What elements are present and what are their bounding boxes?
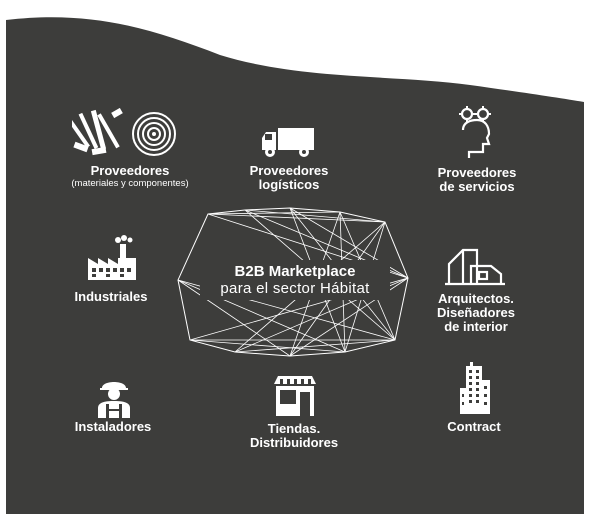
worker-icon bbox=[98, 382, 130, 418]
network-hub-graphic bbox=[177, 207, 409, 357]
shop-icon bbox=[274, 376, 316, 416]
truck-icon bbox=[262, 128, 314, 157]
node-servicios-line1: Proveedores bbox=[437, 165, 517, 180]
node-industriales: Industriales bbox=[75, 290, 148, 304]
node-proveedores: Proveedores (materiales y componentes) bbox=[71, 163, 189, 190]
skyscraper-icon bbox=[460, 362, 490, 414]
node-logisticos-line2: logísticos bbox=[258, 177, 320, 192]
tools-icon bbox=[72, 108, 123, 156]
wood-log-icon bbox=[132, 112, 176, 156]
node-industriales-label: Industriales bbox=[74, 289, 148, 304]
hub-label: B2B Marketplace para el sector Hábitat bbox=[220, 263, 369, 297]
node-proveedores-sub: (materiales y componentes) bbox=[71, 178, 189, 189]
node-contract: Contract bbox=[447, 420, 500, 434]
node-instaladores-label: Instaladores bbox=[74, 419, 152, 434]
node-arquitectos: Arquitectos. Diseñadores de interior bbox=[437, 292, 515, 334]
architecture-icon bbox=[445, 248, 505, 286]
hub-subtitle: para el sector Hábitat bbox=[220, 280, 370, 297]
node-instaladores: Instaladores bbox=[75, 420, 152, 434]
hub-title: B2B Marketplace bbox=[234, 263, 356, 280]
node-proveedores-logisticos: Proveedores logísticos bbox=[250, 164, 329, 192]
node-logisticos-line1: Proveedores bbox=[249, 163, 329, 178]
hub-link bbox=[177, 279, 291, 357]
node-arquitectos-line1: Arquitectos. bbox=[438, 291, 514, 306]
hub-link bbox=[207, 211, 341, 215]
node-servicios-line2: de servicios bbox=[439, 179, 515, 194]
node-tiendas: Tiendas. Distribuidores bbox=[250, 422, 338, 450]
gear-head-icon bbox=[459, 106, 491, 158]
node-tiendas-line2: Distribuidores bbox=[249, 435, 339, 450]
node-tiendas-line1: Tiendas. bbox=[267, 421, 321, 436]
node-proveedores-servicios: Proveedores de servicios bbox=[438, 166, 517, 194]
hub-link bbox=[234, 339, 396, 353]
hub-link bbox=[244, 209, 386, 223]
node-arquitectos-line2: Diseñadores bbox=[436, 305, 516, 320]
node-arquitectos-line3: de interior bbox=[444, 319, 508, 334]
hub-link bbox=[189, 339, 346, 353]
node-proveedores-label: Proveedores bbox=[90, 163, 170, 178]
hub-link bbox=[207, 213, 386, 223]
node-contract-label: Contract bbox=[447, 419, 501, 434]
hub-text-backing bbox=[200, 260, 390, 300]
factory-icon bbox=[88, 235, 136, 280]
